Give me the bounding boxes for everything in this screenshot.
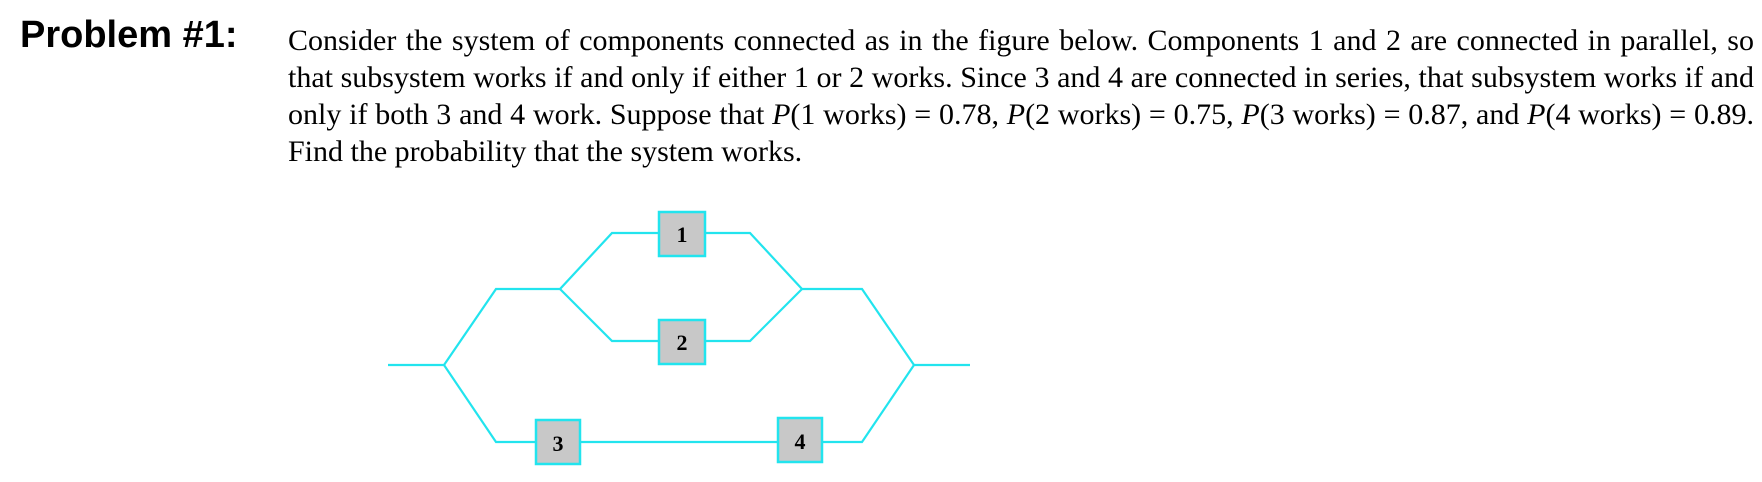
lower-branch-wire	[443, 364, 536, 444]
problem-text-p1: (1 works) = 0.78,	[790, 98, 1007, 131]
probability-symbol: P	[772, 98, 791, 131]
component-1: 1	[657, 210, 707, 258]
upper-branch-wire	[559, 288, 659, 343]
probability-symbol: P	[1241, 98, 1260, 131]
component-3: 3	[534, 418, 582, 466]
problem-text-intro: Consider the system of components connec…	[288, 24, 1754, 131]
problem-label: Problem #1:	[20, 14, 238, 56]
problem-text-p2: (2 works) = 0.75,	[1025, 98, 1242, 131]
component-2: 2	[657, 318, 707, 366]
problem-statement: Consider the system of components connec…	[288, 22, 1754, 170]
problem-text-p4: (4 works) = 0.89. Find the probability t…	[288, 98, 1754, 168]
lower-branch-wire	[822, 364, 915, 444]
problem-text-p3: (3 works) = 0.87, and	[1259, 98, 1528, 131]
probability-symbol: P	[1006, 98, 1026, 131]
component-4: 4	[776, 416, 824, 464]
probability-symbol: P	[1527, 98, 1546, 131]
component-1-label: 1	[677, 222, 688, 247]
system-diagram: 1 2 3 4	[388, 210, 970, 466]
upper-branch-wire	[443, 231, 659, 366]
component-3-label: 3	[553, 431, 564, 456]
upper-branch-wire	[705, 231, 915, 366]
component-4-label: 4	[795, 429, 806, 454]
component-2-label: 2	[677, 330, 688, 355]
upper-branch-wire	[705, 288, 803, 343]
